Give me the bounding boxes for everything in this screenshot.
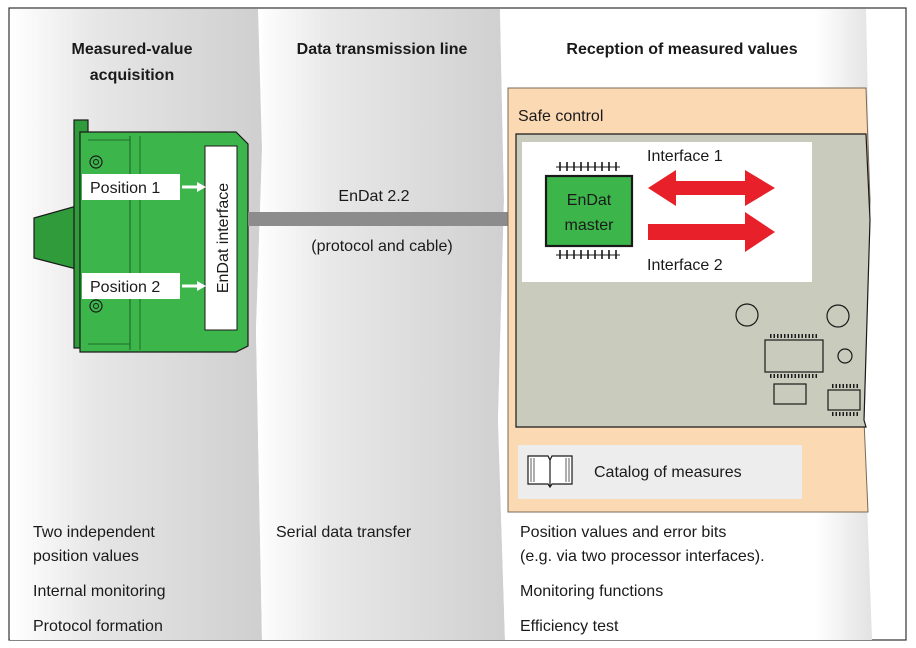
acquisition-title-line1: Measured-value [72,41,193,58]
reception-title: Reception of measured values [566,41,797,58]
footer-transmission-line: Serial data transfer [276,524,412,541]
footer-reception-line: (e.g. via two processor interfaces). [520,548,765,565]
footer-transmission: Serial data transfer [276,524,412,541]
endat-cable [248,212,516,226]
endat-master-chip [544,174,634,248]
footer-reception-line: Efficiency test [520,618,619,635]
interface1-label: Interface 1 [647,148,723,165]
footer-acquisition: Two independent position values Internal… [33,524,166,635]
master-label-line2: master [565,217,615,234]
cable-protocol-label: EnDat 2.2 [338,188,409,205]
book-icon [527,455,573,489]
footer-reception-line: Position values and error bits [520,524,726,541]
footer-acquisition-line: position values [33,548,139,565]
position2-box [82,273,180,299]
footer-reception-line: Monitoring functions [520,583,663,600]
footer-reception: Position values and error bits (e.g. via… [520,524,765,635]
board-chip-pins [770,334,858,416]
cable-subtitle: (protocol and cable) [311,238,452,255]
acquisition-title-line2: acquisition [90,67,174,84]
position2-label: Position 2 [90,279,160,296]
master-chip-pins [556,162,620,259]
position1-box [82,174,180,200]
interface2-arrow [648,212,775,252]
interface1-arrow [648,170,775,206]
footer-acquisition-line: Two independent [33,524,155,541]
position1-label: Position 1 [90,180,160,197]
catalog-label: Catalog of measures [594,464,742,481]
endat-interface-label: EnDat interface [215,183,232,293]
position2-arrow [182,281,206,291]
footer-acquisition-line: Protocol formation [33,618,163,635]
board-components [735,303,861,411]
safe-control-title: Safe control [518,108,603,125]
column-transmission-bg [256,9,505,640]
footer-acquisition-line: Internal monitoring [33,583,166,600]
position1-arrow [182,182,206,192]
transmission-title: Data transmission line [297,41,468,58]
interface2-label: Interface 2 [647,257,723,274]
master-label-line1: EnDat [567,192,612,209]
